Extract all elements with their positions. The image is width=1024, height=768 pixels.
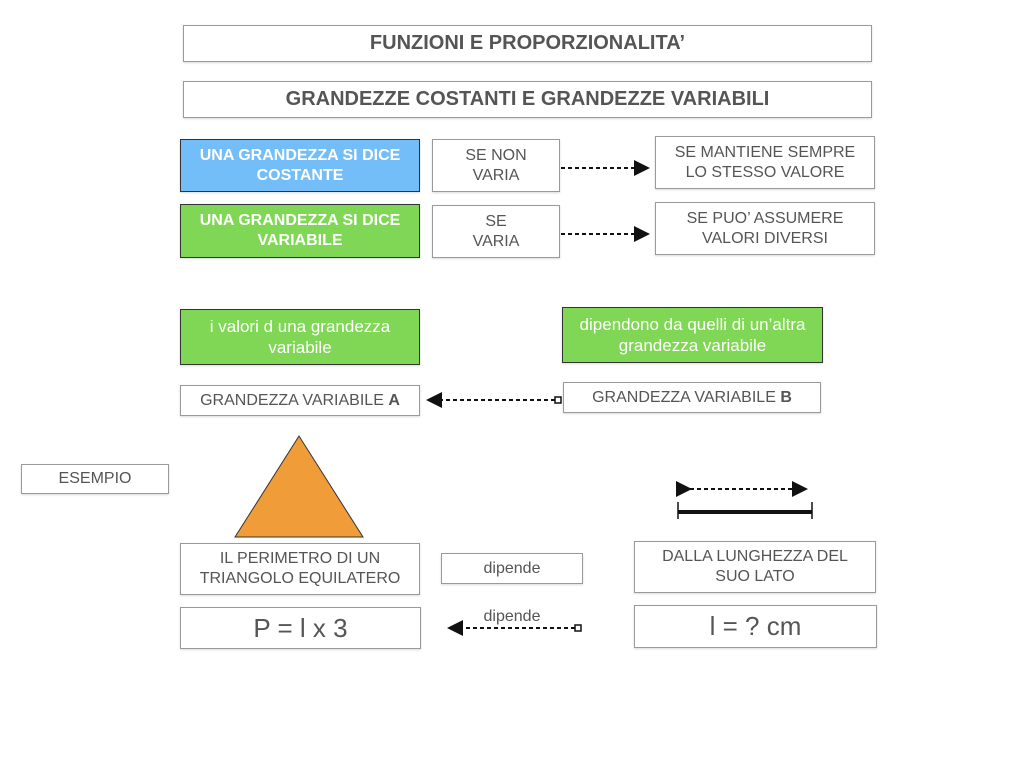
constant-condition: SE NON VARIA (432, 139, 560, 192)
depends-label: dipende (483, 608, 541, 625)
perimeter-formula: P = l x 3 (180, 607, 421, 649)
depends-box: dipende (441, 553, 583, 584)
main-title: FUNZIONI E PROPORZIONALITA’ (183, 25, 872, 62)
variable-a-letter: A (388, 391, 400, 409)
side-length-text: DALLA LUNGHEZZA DEL SUO LATO (634, 541, 876, 593)
values-text: i valori d una grandezza variabile (180, 309, 420, 365)
variable-b: GRANDEZZA VARIABILE B (563, 382, 821, 413)
side-length-formula: l = ? cm (634, 605, 877, 648)
perimeter-text: IL PERIMETRO DI UN TRIANGOLO EQUILATERO (180, 543, 420, 595)
triangle-shape (234, 435, 364, 538)
variable-condition: SE VARIA (432, 205, 560, 258)
example-label: ESEMPIO (21, 464, 169, 494)
variable-b-label: GRANDEZZA VARIABILE (592, 388, 781, 406)
variable-b-letter: B (780, 388, 792, 406)
subtitle: GRANDEZZE COSTANTI E GRANDEZZE VARIABILI (183, 81, 872, 118)
arrow-b-start-square (554, 396, 562, 404)
constant-result: SE MANTIENE SEMPRE LO STESSO VALORE (655, 136, 875, 189)
variable-result: SE PUO’ ASSUMERE VALORI DIVERSI (655, 202, 875, 255)
variable-a-label: GRANDEZZA VARIABILE (200, 391, 389, 409)
variable-a: GRANDEZZA VARIABILE A (180, 385, 420, 416)
arrow-formula-start-square (574, 624, 582, 632)
variable-definition: UNA GRANDEZZA SI DICE VARIABILE (180, 204, 420, 258)
constant-definition: UNA GRANDEZZA SI DICE COSTANTE (180, 139, 420, 192)
depend-text: dipendono da quelli di un’altra grandezz… (562, 307, 823, 363)
